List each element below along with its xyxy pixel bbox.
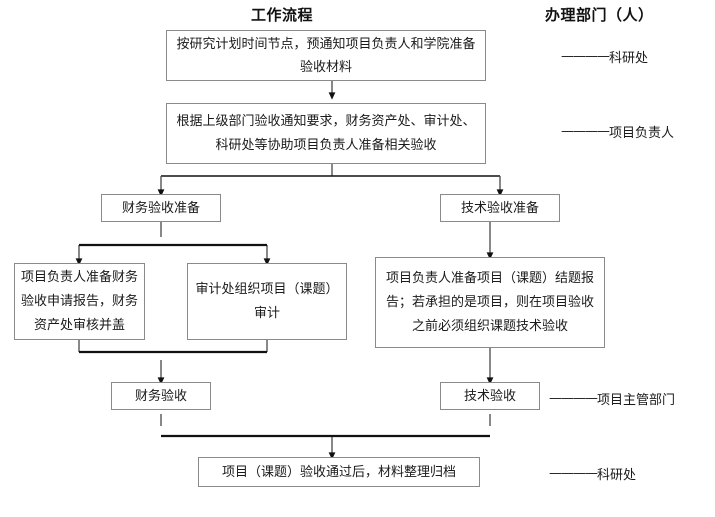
dash-connector-3: ———— bbox=[549, 391, 598, 406]
node-notify[interactable]: 按研究计划时间节点，预通知项目负责人和学院准备验收材料 bbox=[166, 30, 486, 81]
annotation-research-office-1: ———— 科研处 bbox=[561, 47, 648, 66]
annotation-label-2: 项目负责人 bbox=[609, 126, 675, 141]
annotation-research-office-2: ———— 科研处 bbox=[549, 464, 636, 483]
node-finance-prep[interactable]: 财务验收准备 bbox=[101, 194, 221, 222]
node-tech-prep[interactable]: 技术验收准备 bbox=[440, 194, 560, 222]
node-tech-acceptance[interactable]: 技术验收 bbox=[440, 382, 540, 410]
annotation-label-4: 科研处 bbox=[597, 468, 637, 483]
header-department: 办理部门（人） bbox=[545, 6, 654, 24]
annotation-project-leader: ———— 项目负责人 bbox=[561, 122, 674, 141]
node-tech-report[interactable]: 项目负责人准备项目（课题）结题报告；若承担的是项目，则在项目验收之前必须组织课题… bbox=[375, 257, 605, 348]
header-workflow: 工作流程 bbox=[251, 6, 314, 24]
node-audit[interactable]: 审计处组织项目（课题）审计 bbox=[187, 263, 347, 340]
dash-connector-1: ———— bbox=[561, 49, 610, 64]
node-finance-acceptance[interactable]: 财务验收 bbox=[111, 382, 211, 410]
annotation-label-3: 项目主管部门 bbox=[597, 393, 676, 408]
dash-connector-2: ———— bbox=[561, 124, 610, 139]
dash-connector-4: ———— bbox=[549, 466, 598, 481]
annotation-label-1: 科研处 bbox=[609, 51, 649, 66]
node-archive[interactable]: 项目（课题）验收通过后，材料整理归档 bbox=[198, 457, 480, 487]
node-finance-report[interactable]: 项目负责人准备财务验收申请报告，财务资产处审核并盖 bbox=[14, 263, 145, 340]
node-prepare[interactable]: 根据上级部门验收通知要求，财务资产处、审计处、科研处等协助项目负责人准备相关验收 bbox=[166, 103, 486, 164]
annotation-supervising-department: ———— 项目主管部门 bbox=[549, 389, 675, 408]
